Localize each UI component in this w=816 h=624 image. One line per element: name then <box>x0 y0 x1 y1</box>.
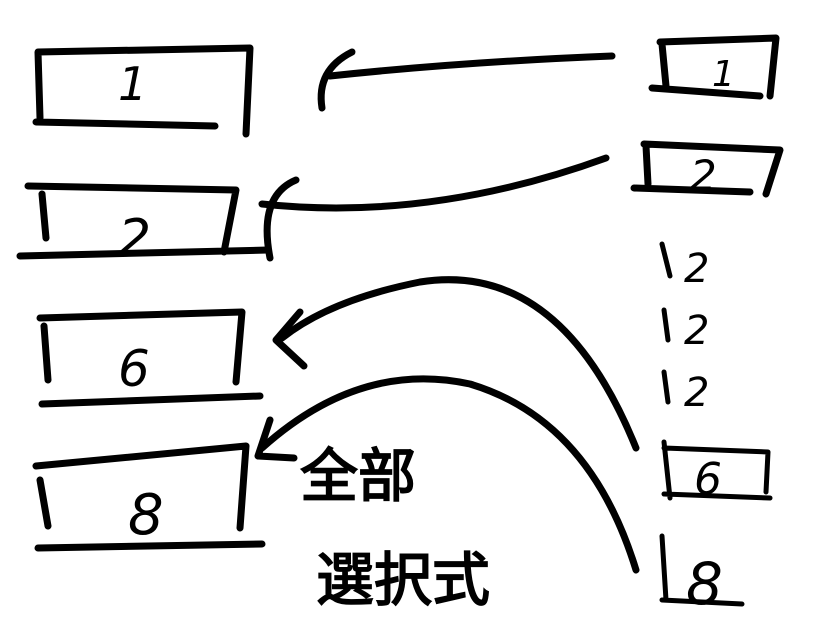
arrow-1 <box>317 48 616 112</box>
arrow-2 <box>258 154 610 262</box>
left-slot-8-label: 8 <box>128 483 164 548</box>
arrow-6 <box>272 276 640 452</box>
right-stack-item-label: 2 <box>684 370 709 416</box>
right-stack-item: 2 <box>659 241 709 292</box>
right-stack-item: 2 <box>661 307 709 354</box>
right-box-1-label: 1 <box>712 54 735 95</box>
right-stack-item: 2 <box>661 369 709 416</box>
arrow-8 <box>254 375 640 574</box>
right-stack-item-label: 8 <box>686 550 723 618</box>
right-stack-item: 6 <box>661 439 773 505</box>
right-stack-item-label: 2 <box>684 308 709 354</box>
right-box-2-label: 2 <box>690 151 717 200</box>
right-box-1: 1 <box>648 34 780 100</box>
annotation-line2: 選択式 <box>316 546 490 614</box>
right-stack-item-label: 2 <box>684 246 709 292</box>
left-slot-1: 1 <box>32 44 254 138</box>
left-slot-6: 6 <box>36 308 264 408</box>
left-slot-6-label: 6 <box>118 340 150 398</box>
left-slot-8: 8 <box>32 442 266 552</box>
left-slot-2-label: 2 <box>118 209 151 269</box>
annotation-line1: 全部 <box>299 442 416 510</box>
left-slot-1-label: 1 <box>118 57 147 111</box>
right-stack-item-label: 6 <box>694 454 722 505</box>
right-stack-item: 8 <box>659 533 745 618</box>
right-box-2: 2 <box>630 140 784 200</box>
left-slot-2: 2 <box>16 182 272 269</box>
